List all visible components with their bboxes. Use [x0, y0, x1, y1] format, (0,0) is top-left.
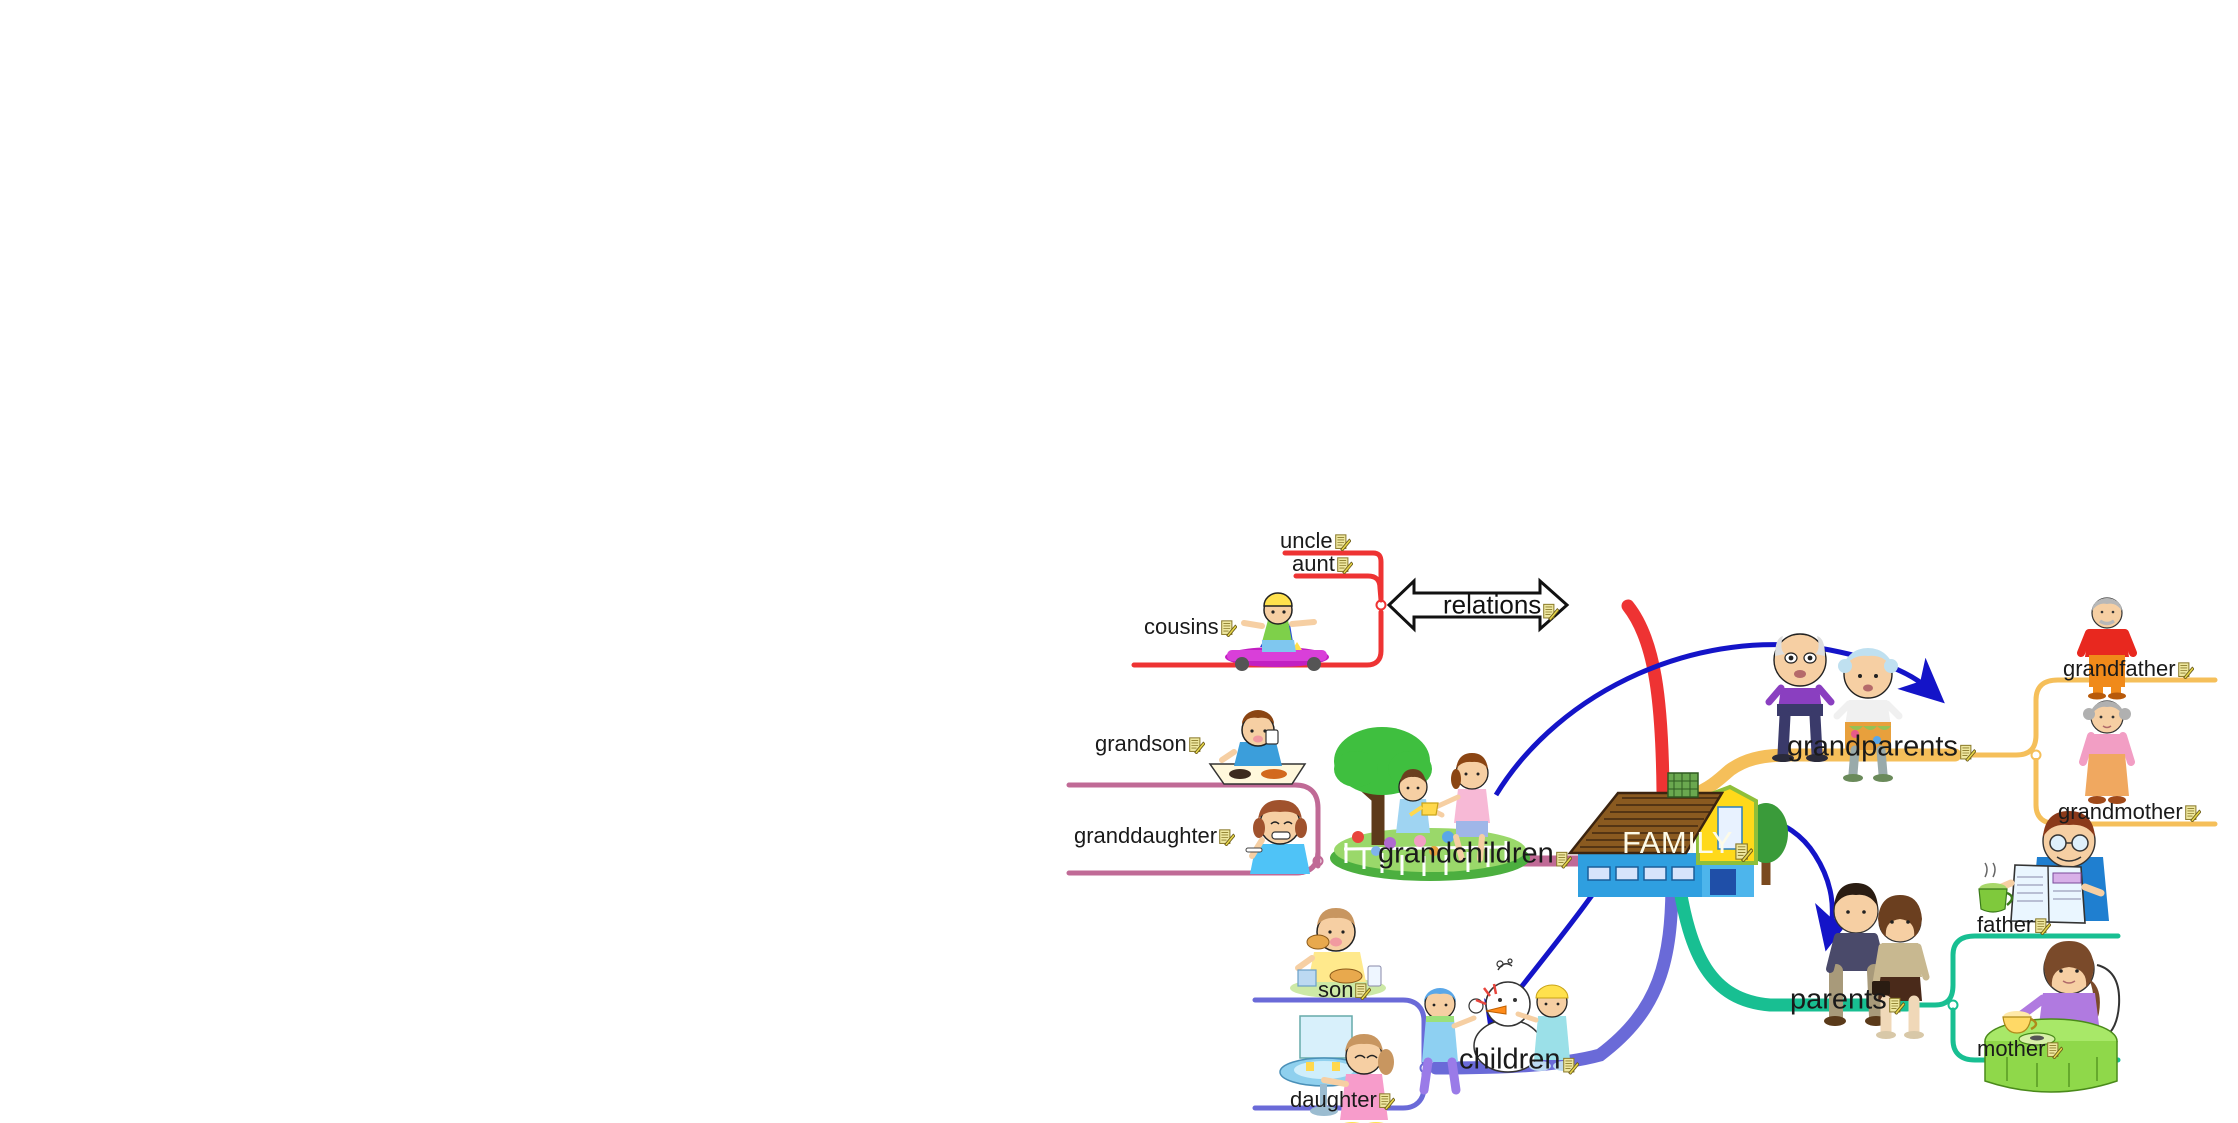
- picture-girl-brushing-teeth: [1245, 800, 1310, 874]
- center-node-label: FAMILY: [1622, 825, 1733, 860]
- note-icon[interactable]: [2046, 1041, 2065, 1060]
- note-icon[interactable]: [1336, 556, 1354, 575]
- note-icon[interactable]: [1334, 533, 1352, 552]
- picture-boy-eating: [1208, 710, 1307, 785]
- label-grandfather[interactable]: grandfather: [2063, 656, 2195, 681]
- note-icon[interactable]: [1188, 736, 1206, 755]
- label-granddaughter[interactable]: granddaughter: [1074, 823, 1236, 848]
- label-grandmother[interactable]: grandmother: [2058, 799, 2202, 824]
- picture-couple-walking: [1824, 883, 1930, 1039]
- label-grandmother-text: grandmother: [2058, 799, 2183, 824]
- label-father-text: father: [1977, 912, 2034, 937]
- spacer-gp2: [2036, 760, 2058, 814]
- note-icon[interactable]: [1542, 597, 1560, 622]
- label-son[interactable]: son: [1318, 977, 1373, 1002]
- label-aunt[interactable]: aunt: [1292, 551, 1354, 576]
- picture-children-in-garden: [1330, 727, 1530, 881]
- label-parents[interactable]: parents: [1790, 983, 1906, 1016]
- picture-boy-eating-burger: [1290, 908, 1386, 998]
- label-daughter-text: daughter: [1290, 1087, 1377, 1112]
- note-icon[interactable]: [2184, 804, 2202, 823]
- label-grandson-text: grandson: [1095, 731, 1187, 756]
- branch-parents[interactable]: [1671, 871, 2121, 1063]
- label-cousins[interactable]: cousins: [1144, 614, 1238, 639]
- note-icon[interactable]: [2034, 917, 2052, 936]
- note-icon[interactable]: [1734, 834, 1754, 863]
- subbranch-line-aunt: [1293, 573, 1384, 603]
- branch-relations[interactable]: [1131, 550, 1670, 798]
- spacer-gp4: [2036, 757, 2058, 804]
- picture-man-reading-newspaper: [1978, 811, 2109, 924]
- label-uncle[interactable]: uncle: [1280, 528, 1352, 553]
- label-grandparents-text: grandparents: [1787, 730, 1958, 763]
- label-granddaughter-text: granddaughter: [1074, 823, 1218, 848]
- label-children-text: children: [1459, 1043, 1561, 1076]
- picture-woman-at-table: [1984, 941, 2121, 1093]
- note-icon[interactable]: [1562, 1052, 1580, 1076]
- label-grandson[interactable]: grandson: [1095, 731, 1206, 756]
- subbranch-line-son: [1252, 997, 1427, 1065]
- note-icon[interactable]: [1354, 982, 1373, 1001]
- note-icon[interactable]: [1220, 619, 1238, 638]
- picture-kids-with-snowman: [1419, 958, 1575, 1095]
- picture-old-couple: [1765, 633, 1903, 782]
- label-children[interactable]: children: [1459, 1043, 1580, 1076]
- note-icon[interactable]: [1555, 846, 1573, 870]
- center-node-family[interactable]: FAMILY: [1622, 825, 1754, 863]
- label-relations[interactable]: relations: [1443, 589, 1560, 622]
- label-grandchildren[interactable]: grandchildren: [1378, 837, 1573, 870]
- label-grandfather-text: grandfather: [2063, 656, 2176, 681]
- label-mother[interactable]: mother: [1977, 1036, 2065, 1061]
- label-daughter[interactable]: daughter: [1290, 1087, 1396, 1112]
- label-grandparents[interactable]: grandparents: [1787, 730, 1977, 763]
- label-father[interactable]: father: [1977, 912, 2052, 937]
- label-son-text: son: [1318, 977, 1354, 1002]
- branch-line-relations: [1621, 599, 1670, 798]
- note-icon[interactable]: [1218, 828, 1236, 847]
- branch-line-parents: [1671, 871, 1914, 1012]
- note-icon[interactable]: [1378, 1092, 1396, 1111]
- subbranch-line-grandfather: [1952, 677, 2218, 758]
- picture-old-man-red-shirt: [2077, 597, 2137, 700]
- label-uncle-text: uncle: [1280, 528, 1333, 553]
- label-grandchildren-text: grandchildren: [1378, 837, 1554, 870]
- label-mother-text: mother: [1977, 1036, 2046, 1061]
- picture-girl-at-sink: [1279, 1015, 1394, 1123]
- label-cousins-text: cousins: [1144, 614, 1219, 639]
- subbranch-line-uncle: [1282, 550, 1384, 601]
- picture-boy-on-skateboard: [1225, 592, 1329, 671]
- note-icon[interactable]: [1959, 739, 1977, 763]
- note-icon[interactable]: [2177, 661, 2195, 680]
- label-relations-text: relations: [1443, 589, 1542, 620]
- relations-arrow-shape[interactable]: [1386, 577, 1570, 633]
- label-parents-text: parents: [1790, 983, 1887, 1016]
- subbranch-line-father: [1904, 933, 2121, 1008]
- label-aunt-text: aunt: [1292, 551, 1335, 576]
- subbranch-line-grandson: [1066, 782, 1321, 858]
- subbranch-line-mother: [1950, 1007, 2121, 1063]
- subbranch-line-cousins: [1131, 609, 1384, 668]
- note-icon[interactable]: [1888, 992, 1906, 1016]
- picture-old-woman-pink-dress: [2079, 700, 2135, 804]
